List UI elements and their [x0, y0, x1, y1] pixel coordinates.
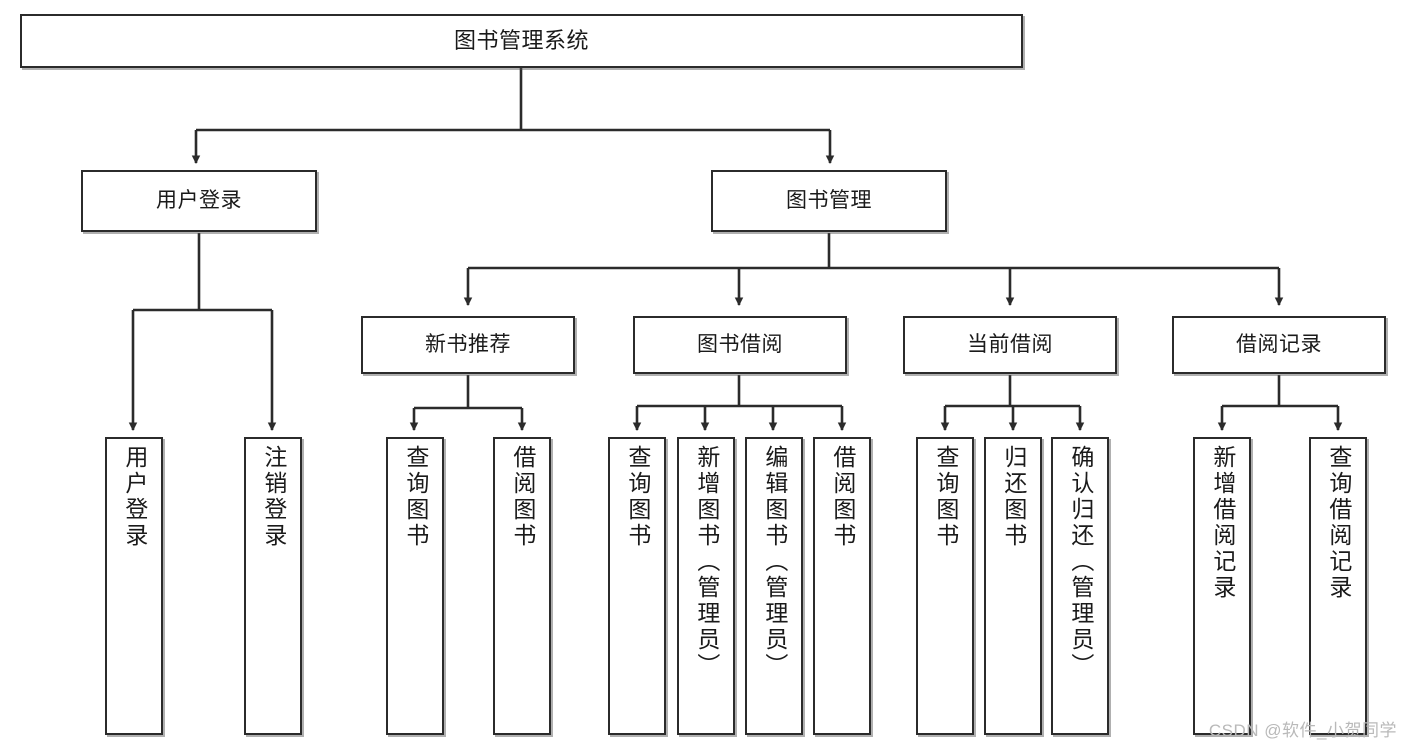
node-label: 确认归还（管理员）	[1067, 445, 1094, 679]
node-leaf-logout-login[interactable]: 注销登录	[244, 437, 302, 735]
node-current-borrow[interactable]: 当前借阅	[903, 316, 1117, 374]
node-leaf-query-book-2[interactable]: 查询图书	[608, 437, 666, 735]
node-leaf-add-book-admin[interactable]: 新增图书（管理员）	[677, 437, 735, 735]
node-label: 新增借阅记录	[1209, 445, 1236, 601]
node-leaf-query-book-1[interactable]: 查询图书	[386, 437, 444, 735]
node-label: 查询图书	[402, 445, 429, 549]
watermark-text: CSDN @软件_小贺同学	[1208, 721, 1397, 740]
node-label: 用户登录	[156, 188, 242, 212]
node-leaf-borrow-book-2[interactable]: 借阅图书	[813, 437, 871, 735]
node-leaf-add-borrow-record[interactable]: 新增借阅记录	[1193, 437, 1251, 735]
node-leaf-user-login[interactable]: 用户登录	[105, 437, 163, 735]
node-label: 借阅图书	[829, 445, 856, 549]
node-label: 注销登录	[260, 445, 287, 549]
node-leaf-query-borrow-record[interactable]: 查询借阅记录	[1309, 437, 1367, 735]
node-label: 用户登录	[121, 445, 148, 549]
node-leaf-edit-book-admin[interactable]: 编辑图书（管理员）	[745, 437, 803, 735]
node-label: 图书借阅	[697, 332, 783, 356]
node-label: 图书管理系统	[453, 28, 589, 54]
node-new-book-recommend[interactable]: 新书推荐	[361, 316, 575, 374]
node-book-management[interactable]: 图书管理	[711, 170, 947, 232]
node-leaf-confirm-return-admin[interactable]: 确认归还（管理员）	[1051, 437, 1109, 735]
node-label: 查询图书	[624, 445, 651, 549]
node-label: 新书推荐	[425, 332, 511, 356]
node-label: 图书管理	[786, 188, 872, 212]
node-book-borrow[interactable]: 图书借阅	[633, 316, 847, 374]
node-leaf-query-book-3[interactable]: 查询图书	[916, 437, 974, 735]
node-leaf-borrow-book-1[interactable]: 借阅图书	[493, 437, 551, 735]
node-user-login[interactable]: 用户登录	[81, 170, 317, 232]
node-label: 当前借阅	[967, 332, 1053, 356]
node-label: 借阅记录	[1236, 332, 1322, 356]
node-label: 借阅图书	[509, 445, 536, 549]
node-root-system[interactable]: 图书管理系统	[20, 14, 1023, 68]
node-borrow-record[interactable]: 借阅记录	[1172, 316, 1386, 374]
node-label: 查询图书	[932, 445, 959, 549]
node-leaf-return-book[interactable]: 归还图书	[984, 437, 1042, 735]
node-label: 查询借阅记录	[1325, 445, 1352, 601]
node-label: 新增图书（管理员）	[693, 445, 720, 679]
node-label: 编辑图书（管理员）	[761, 445, 788, 679]
node-label: 归还图书	[1000, 445, 1027, 549]
